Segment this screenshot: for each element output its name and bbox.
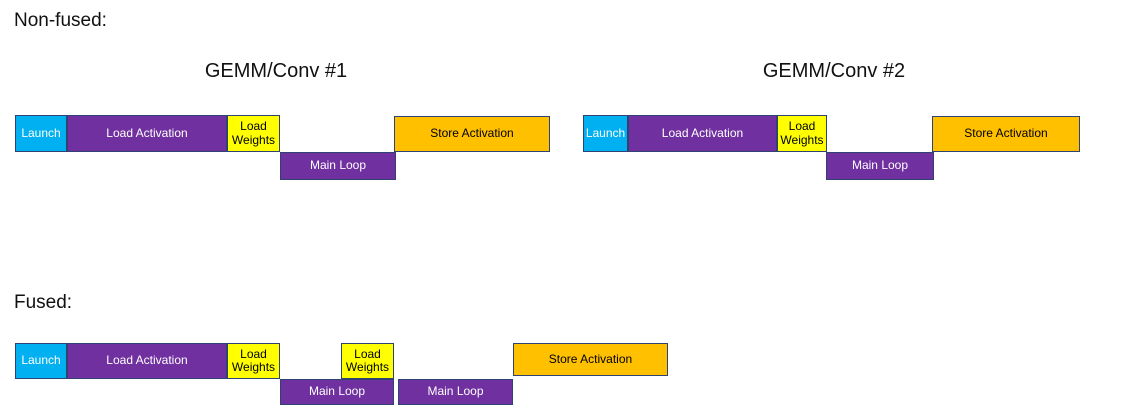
block-label: Load Activation (106, 353, 188, 368)
block-label: Launch (21, 125, 61, 140)
non-fused-section-label: Non-fused: (14, 10, 107, 31)
block-main-loop: Main Loop (280, 152, 396, 180)
block-store-activation: Store Activation (932, 116, 1080, 152)
block-main-loop: Main Loop (826, 152, 934, 180)
block-label: Load Weights (231, 119, 276, 147)
gemm-conv-2-heading: GEMM/Conv #2 (762, 60, 906, 82)
block-load-weights: Load Weights (227, 115, 280, 152)
block-label: Main Loop (308, 384, 366, 399)
block-load-weights: Load Weights (341, 343, 394, 379)
block-label: Load Activation (106, 125, 188, 140)
block-load-activation: Load Activation (628, 115, 777, 152)
block-label: Main Loop (851, 158, 909, 173)
block-launch: Launch (15, 343, 67, 379)
block-label: Store Activation (548, 351, 633, 366)
block-launch: Launch (15, 115, 67, 152)
block-load-weights: Load Weights (227, 343, 280, 379)
block-label: Store Activation (430, 126, 514, 141)
block-label: Main Loop (309, 158, 367, 173)
block-load-activation: Load Activation (67, 115, 227, 152)
block-label: Launch (21, 353, 61, 368)
block-label: Load Activation (661, 125, 744, 140)
block-launch: Launch (583, 115, 628, 152)
gemm-conv-1-heading: GEMM/Conv #1 (204, 60, 348, 82)
block-label: Launch (585, 125, 626, 140)
block-label: Load Weights (345, 346, 390, 374)
block-label: Main Loop (427, 384, 484, 399)
block-load-weights: Load Weights (777, 115, 827, 152)
block-label: Load Weights (231, 346, 276, 374)
block-store-activation: Store Activation (513, 343, 668, 376)
block-main-loop: Main Loop (280, 379, 394, 405)
block-load-activation: Load Activation (67, 343, 227, 379)
fused-section-label: Fused: (14, 292, 73, 313)
block-store-activation: Store Activation (394, 116, 550, 152)
block-main-loop: Main Loop (398, 379, 513, 405)
block-label: Load Weights (780, 119, 824, 147)
block-label: Store Activation (964, 126, 1048, 141)
